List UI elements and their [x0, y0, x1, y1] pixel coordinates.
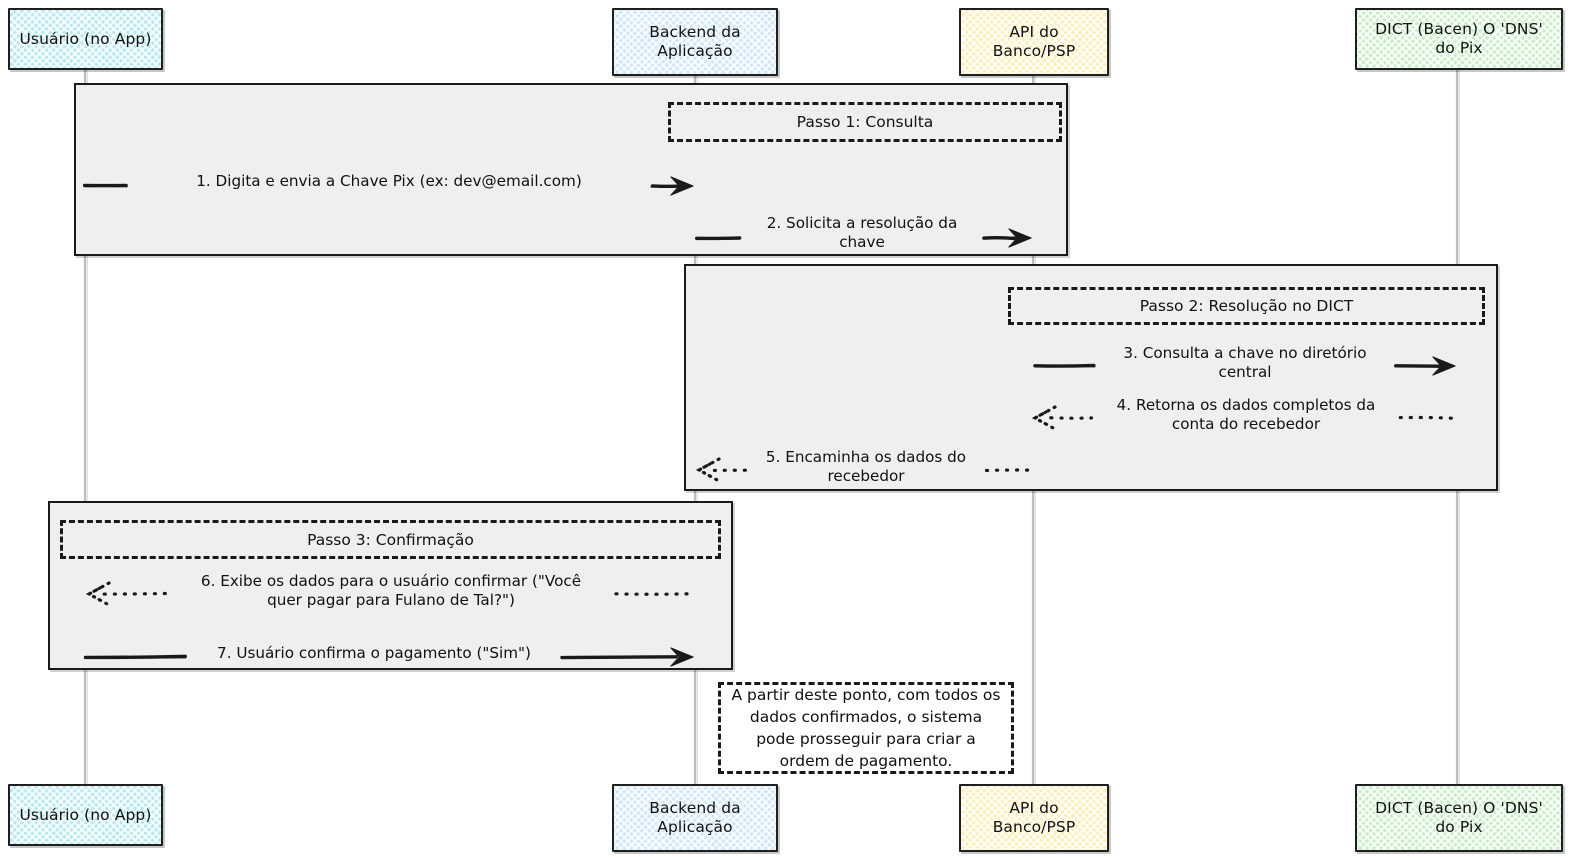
participant-label-dict: DICT (Bacen) O 'DNS' do Pix [1375, 799, 1543, 836]
participant-backend-bottom[interactable]: Backend da Aplicação [612, 784, 778, 852]
group-title-passo1: Passo 1: Consulta [668, 102, 1062, 142]
message-arrow-2 [695, 228, 1032, 248]
participant-label-api: API do Banco/PSP [992, 23, 1076, 60]
participant-label-usuario: Usuário (no App) [19, 805, 152, 824]
participant-api-bottom[interactable]: API do Banco/PSP [959, 784, 1109, 852]
participant-label-dict: DICT (Bacen) O 'DNS' do Pix [1375, 20, 1543, 57]
note-text: A partir deste ponto, com todos os dados… [731, 686, 1001, 770]
message-arrow-3 [1033, 356, 1456, 376]
group-title-label: Passo 3: Confirmação [307, 530, 474, 549]
participant-dict-top[interactable]: DICT (Bacen) O 'DNS' do Pix [1355, 8, 1563, 70]
participant-label-backend: Backend da Aplicação [649, 799, 741, 836]
participant-label-api: API do Banco/PSP [992, 799, 1076, 836]
group-title-passo3: Passo 3: Confirmação [60, 520, 721, 559]
participant-usuario-bottom[interactable]: Usuário (no App) [8, 784, 163, 846]
note-final-note: A partir deste ponto, com todos os dados… [718, 682, 1014, 774]
message-arrow-1 [82, 176, 694, 196]
message-arrow-7 [83, 647, 694, 667]
participant-label-backend: Backend da Aplicação [649, 23, 741, 60]
message-arrow-6 [85, 581, 695, 607]
participant-api-top[interactable]: API do Banco/PSP [959, 8, 1109, 76]
participant-usuario-top[interactable]: Usuário (no App) [8, 8, 163, 70]
participant-dict-bottom[interactable]: DICT (Bacen) O 'DNS' do Pix [1355, 784, 1563, 852]
group-title-label: Passo 2: Resolução no DICT [1139, 297, 1354, 315]
message-arrow-4 [1031, 405, 1457, 431]
group-title-passo2: Passo 2: Resolução no DICT [1008, 287, 1485, 325]
participant-label-usuario: Usuário (no App) [19, 29, 152, 48]
group-title-label: Passo 1: Consulta [796, 113, 934, 131]
participant-backend-top[interactable]: Backend da Aplicação [612, 8, 778, 76]
message-arrow-5 [695, 457, 1033, 483]
